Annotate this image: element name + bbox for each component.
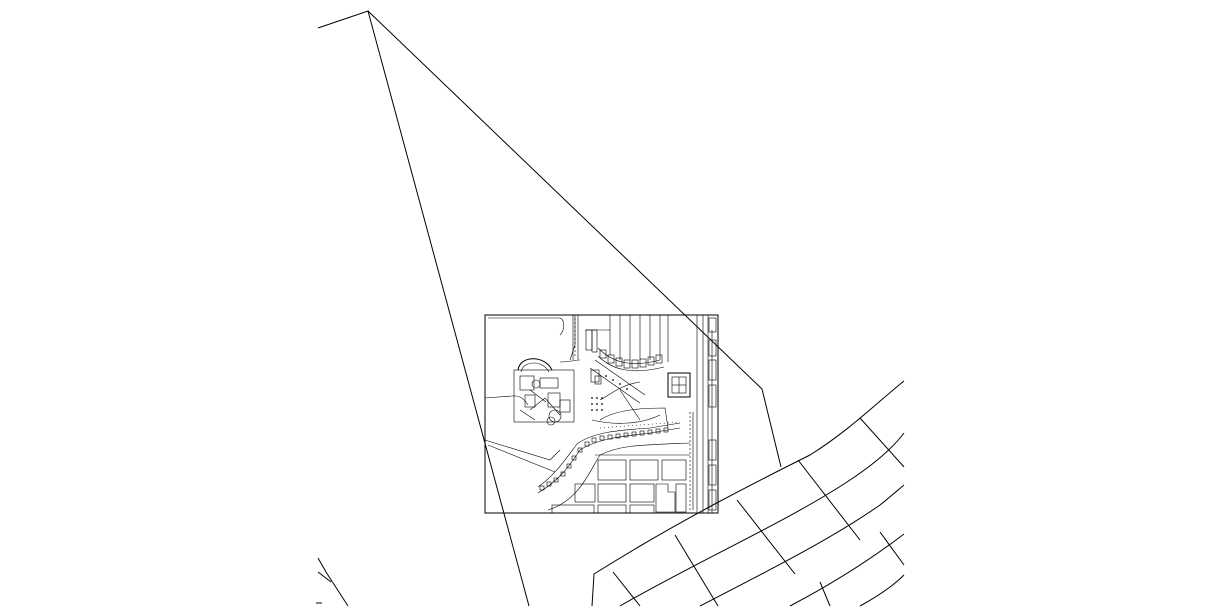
main-building-complex — [513, 358, 575, 426]
beaded-path-markers — [539, 427, 669, 491]
boundary-wedge — [317, 10, 782, 607]
building-row-top — [585, 329, 663, 369]
dot-grid — [591, 375, 628, 411]
curved-road-grid — [591, 380, 905, 607]
city-blocks — [551, 454, 690, 514]
detail-plan-content — [484, 315, 717, 514]
square-building — [667, 372, 691, 398]
corner-lines — [316, 557, 349, 607]
detail-plan-frame — [484, 314, 719, 514]
